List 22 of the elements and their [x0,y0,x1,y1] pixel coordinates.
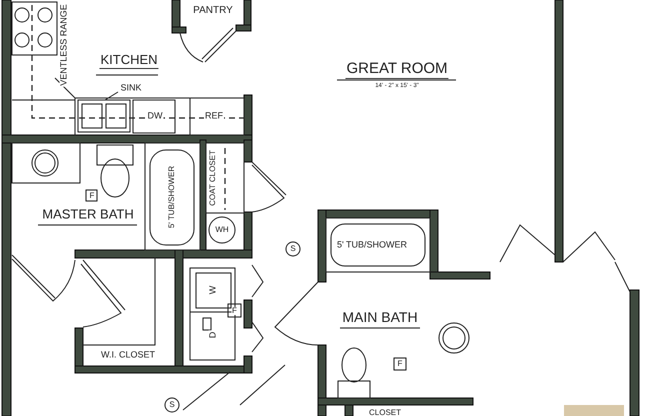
room-label: MAIN BATH [341,310,419,324]
appliance-label: D [208,330,218,340]
room-label: MASTER BATH [41,208,135,220]
fixture-label: 5' TUB/SHOWER [168,164,176,230]
room-label: KITCHEN [99,53,159,69]
fixture-label: SINK [120,84,142,92]
symbol-label: F [88,192,96,200]
symbol-label: F [231,306,238,314]
symbol-label: S [289,245,297,253]
appliance-label: VENTLESS RANGE [60,3,68,87]
symbol-label: S [168,401,176,409]
room-label: PANTRY [192,6,234,16]
appliance-label: DW [146,112,164,120]
room-label: COAT CLOSET [209,149,217,207]
room-label: GREAT ROOM [345,61,449,79]
appliance-label: W [208,284,218,296]
appliance-label: REF [204,112,224,120]
room-label: W.I. CLOSET [100,350,156,360]
symbol-label: WH [214,226,230,234]
fixture-label: 5' TUB/SHOWER [336,240,408,250]
symbol-label: F [396,360,404,368]
room-label: CLOSET [368,409,402,416]
